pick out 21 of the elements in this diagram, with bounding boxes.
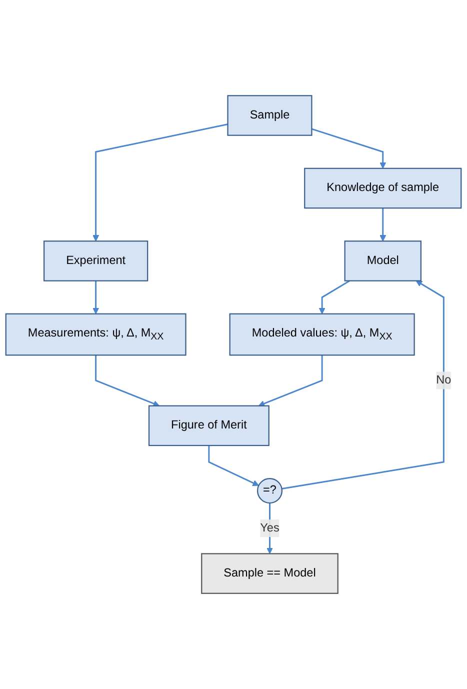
arrow — [208, 446, 259, 486]
arrow — [258, 355, 323, 407]
node-box: Figure of Merit — [148, 405, 270, 446]
node-box: Model — [344, 240, 422, 282]
node-box: Knowledge of sample — [304, 168, 462, 209]
arrow — [282, 280, 444, 490]
arrow — [312, 128, 386, 169]
arrow — [92, 280, 100, 314]
arrow — [266, 503, 273, 554]
arrow — [380, 208, 386, 242]
node-circle: =? — [256, 478, 283, 504]
node-box: Sample == Model — [201, 553, 338, 594]
arrow — [318, 280, 350, 314]
node-box: Measurements: ψ, Δ, M$_{XX}$ — [5, 313, 186, 356]
node-box: Experiment — [44, 240, 148, 282]
node-box: Modeled values: ψ, Δ, M$_{XX}$ — [229, 313, 415, 356]
edge-label: Yes — [260, 522, 280, 534]
node-box: Sample — [227, 95, 312, 136]
arrow — [92, 124, 228, 242]
edge-label: No — [436, 374, 452, 386]
arrow — [95, 355, 160, 407]
